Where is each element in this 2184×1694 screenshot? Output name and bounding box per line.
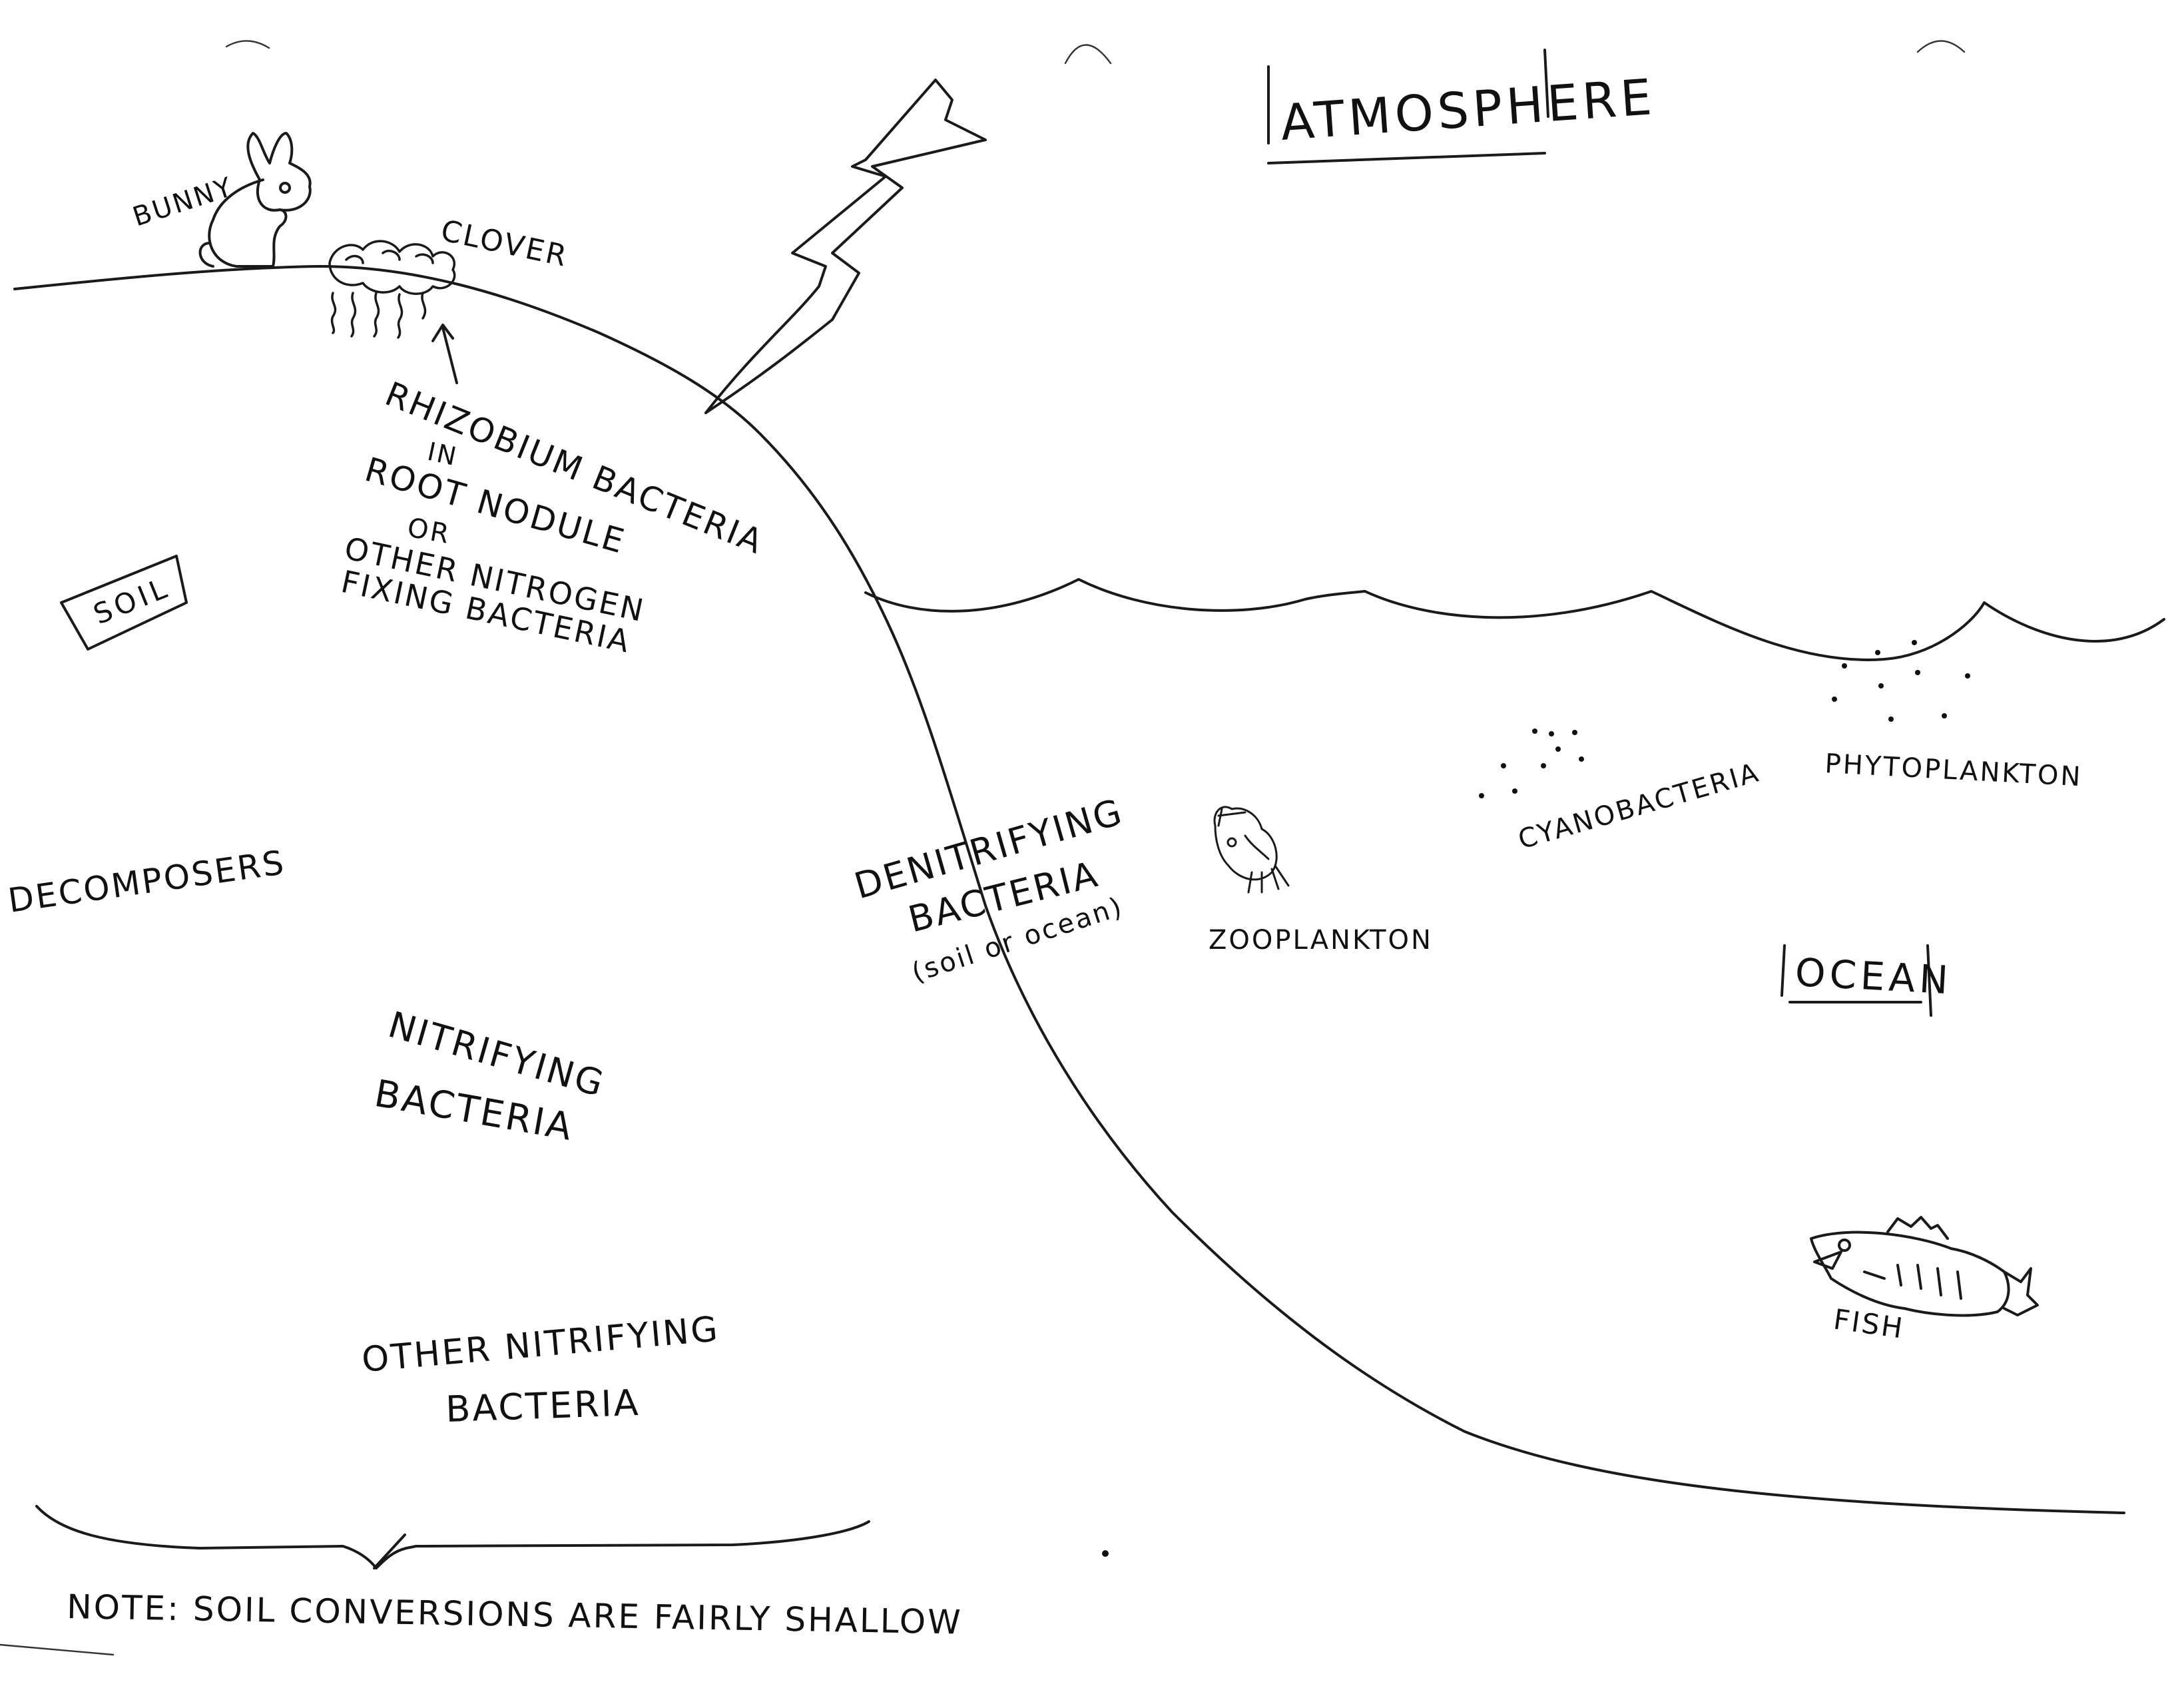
clover-icon [328, 240, 456, 339]
ocean-label-box: OCEAN [1780, 944, 1953, 1017]
ground-surface-line [13, 265, 2125, 1514]
ocean-label: OCEAN [1794, 950, 1953, 1003]
cyanobacteria-dots [1479, 728, 1584, 798]
atmosphere-label-box: ATMOSPHERE [1267, 49, 1657, 164]
nitrifying-label-group: NITRIFYING BACTERIA [372, 1003, 610, 1149]
other-nitrifying-label-group: OTHER NITRIFYING BACTERIA [360, 1309, 721, 1430]
zooplankton-label: ZOOPLANKTON [1209, 925, 1433, 956]
phytoplankton-dots [1832, 640, 1970, 722]
other-nitrifying-label-line1: OTHER NITRIFYING [360, 1309, 721, 1380]
fish-label: FISH [1832, 1302, 1907, 1344]
note-text: NOTE: SOIL CONVERSIONS ARE FAIRLY SHALLO… [67, 1587, 963, 1641]
brace-peak-mark [373, 1534, 406, 1569]
note-underline-mark [0, 1643, 115, 1656]
decomposers-label: DECOMPOSERS [6, 843, 288, 920]
rhizobium-label-group: RHIZOBIUM BACTERIA IN ROOT NODULE OR OTH… [338, 374, 770, 660]
cyanobacteria-label: CYANOBACTERIA [1515, 757, 1763, 856]
atmosphere-label: ATMOSPHERE [1278, 69, 1657, 152]
zooplankton-icon [1213, 806, 1290, 894]
bunny-icon [198, 132, 312, 268]
binder-hole-marks [225, 40, 1966, 65]
other-nitrifying-label-line2: BACTERIA [445, 1382, 641, 1430]
soil-label: SOIL [89, 571, 174, 631]
denitrifying-label-group: DENITRIFYING BACTERIA (soil or ocean) [850, 790, 1128, 988]
rhizobium-label-line4: OR [405, 513, 453, 551]
clover-label: CLOVER [438, 214, 571, 274]
fish-icon [1810, 1216, 2039, 1317]
soil-label-box: SOIL [60, 555, 188, 651]
root-nodule-arrow [431, 324, 458, 384]
stray-dot [1102, 1550, 1109, 1557]
ocean-surface-wave [864, 578, 2165, 661]
bunny-label: BUNNY [129, 172, 238, 233]
rhizobium-label-line2: IN [425, 437, 461, 472]
lightning-bolt-icon [704, 79, 987, 414]
phytoplankton-label: PHYTOPLANKTON [1824, 748, 2083, 792]
soil-depth-brace [35, 1505, 870, 1569]
